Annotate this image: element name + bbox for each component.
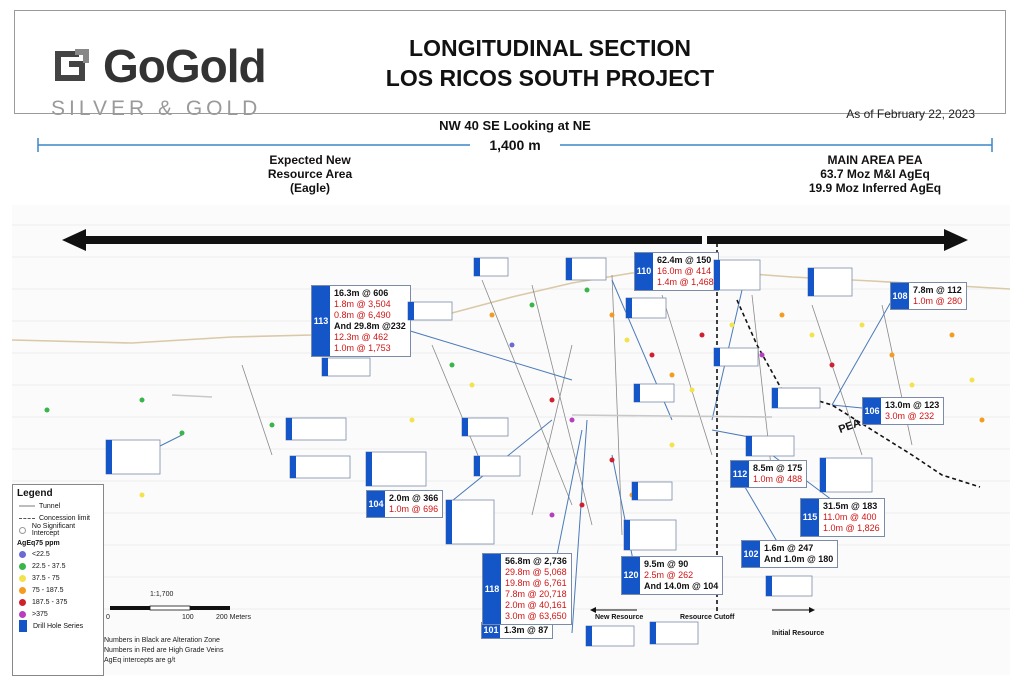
- note-black: Numbers in Black are Alteration Zone: [104, 637, 220, 644]
- page-title-line2: LOS RICOS SOUTH PROJECT: [385, 65, 715, 91]
- distance-label: 1,400 m: [470, 137, 560, 153]
- callout-115: 115 31.5m @ 183 11.0m @ 400 1.0m @ 1,826: [800, 498, 885, 537]
- logo-subtitle: SILVER & GOLD: [51, 97, 262, 120]
- legend-swatch: [19, 586, 26, 594]
- legend-grade-4: 187.5 - 375: [19, 597, 103, 607]
- callout-110: 110 62.4m @ 150 16.0m @ 414 1.4m @ 1,468: [634, 252, 719, 291]
- logo-name: GoGold: [103, 40, 267, 92]
- legend-swatch: [19, 550, 26, 558]
- legend-concession: Concession limit: [19, 513, 103, 523]
- legend: Legend Tunnel Concession limit No Signif…: [12, 484, 104, 676]
- note-units: AgEq intercepts are g/t: [104, 657, 176, 664]
- legend-grade-title: AgEq75 ppm: [17, 540, 60, 547]
- legend-no-sig: No Significant Intercept: [19, 523, 103, 537]
- view-orientation: NW 40 SE Looking at NE: [439, 118, 591, 133]
- legend-grade-2: 37.5 - 75: [19, 573, 103, 583]
- legend-swatch: [19, 574, 26, 582]
- callout-118: 118 56.8m @ 2,736 29.8m @ 5,068 19.8m @ …: [482, 553, 572, 625]
- legend-grade-3: 75 - 187.5: [19, 585, 103, 595]
- legend-swatch: [19, 610, 26, 618]
- as-of-date: As of February 22, 2023: [846, 107, 975, 121]
- callout-108: 108 7.8m @ 112 1.0m @ 280: [890, 282, 968, 310]
- scale-ratio: 1:1,700: [150, 591, 174, 598]
- resource-cutoff-label: Resource Cutoff: [680, 614, 735, 621]
- new-resource-label: New Resource: [595, 614, 643, 621]
- note-red: Numbers in Red are High Grade Veins: [104, 647, 224, 654]
- legend-tunnel: Tunnel: [19, 501, 103, 511]
- legend-grade-1: 22.5 - 37.5: [19, 561, 103, 571]
- legend-grade-5: >375: [19, 609, 103, 619]
- callout-101: 101 1.3m @ 87: [481, 622, 554, 639]
- legend-drill-series: Drill Hole Series: [19, 620, 103, 632]
- initial-resource-label: Initial Resource: [772, 630, 824, 637]
- scale-tick-200: 200 Meters: [216, 614, 252, 621]
- scale-tick-0: 0: [106, 614, 110, 621]
- legend-grade-0: <22.5: [19, 549, 103, 559]
- gogold-logo-icon: [51, 45, 91, 87]
- callout-106: 106 13.0m @ 123 3.0m @ 232: [862, 397, 945, 425]
- title-block: GoGold SILVER & GOLD LONGITUDINAL SECTIO…: [14, 10, 1006, 121]
- callout-120: 120 9.5m @ 90 2.5m @ 262 And 14.0m @ 104: [621, 556, 724, 595]
- scale-bar: [110, 605, 230, 611]
- page-title-line1: LONGITUDINAL SECTION: [409, 35, 691, 61]
- callout-113: 113 16.3m @ 606 1.8m @ 3,504 0.8m @ 6,49…: [311, 285, 411, 357]
- scale-tick-100: 100: [182, 614, 194, 621]
- callout-112: 112 8.5m @ 175 1.0m @ 488: [730, 460, 808, 488]
- callout-102: 102 1.6m @ 247 And 1.0m @ 180: [741, 540, 839, 568]
- callout-104: 104 2.0m @ 366 1.0m @ 696: [366, 490, 444, 518]
- legend-swatch: [19, 598, 26, 606]
- legend-swatch: [19, 562, 26, 570]
- legend-title: Legend: [17, 488, 53, 499]
